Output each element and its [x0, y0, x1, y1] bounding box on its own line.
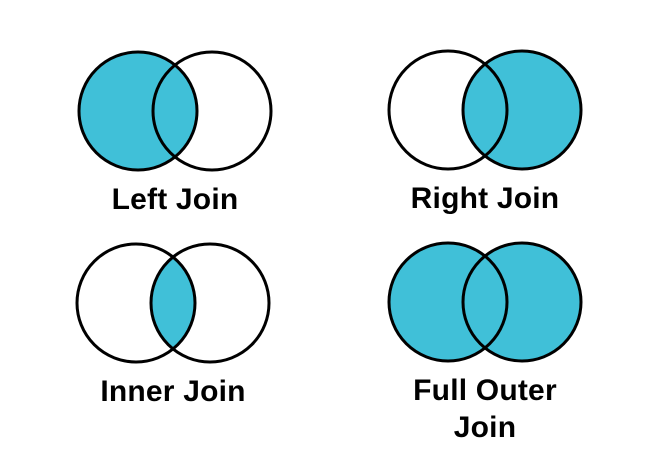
- right-circle-outline: [461, 49, 583, 171]
- left-join-venn-diagram: [77, 50, 273, 172]
- venn-right-join: Right Join: [340, 47, 630, 218]
- venn-left-join: Left Join: [30, 48, 320, 219]
- intersection-region: [463, 243, 507, 361]
- right-circle-outline: [461, 241, 583, 363]
- full-outer-join-label: Full Outer Join: [413, 374, 557, 444]
- right-join-label: Right Join: [410, 182, 560, 215]
- intersection-region: [463, 51, 507, 169]
- left-circle-outline: [387, 49, 509, 171]
- inner-join-venn-diagram: [75, 242, 271, 364]
- left-circle-outline: [77, 50, 199, 172]
- intersection-region: [153, 52, 197, 170]
- inner-join-label: Inner Join: [100, 375, 246, 408]
- venn-full-outer-join: Full Outer Join: [340, 239, 630, 446]
- left-circle-outline: [75, 242, 197, 364]
- venn-inner-join: Inner Join: [28, 240, 318, 411]
- left-circle-outline: [387, 241, 509, 363]
- intersection-region: [151, 244, 195, 362]
- right-circle-outline: [149, 242, 271, 364]
- full-outer-join-venn-diagram: [387, 241, 583, 363]
- right-join-venn-diagram: [387, 49, 583, 171]
- left-join-label: Left Join: [111, 183, 239, 216]
- right-circle-outline: [151, 50, 273, 172]
